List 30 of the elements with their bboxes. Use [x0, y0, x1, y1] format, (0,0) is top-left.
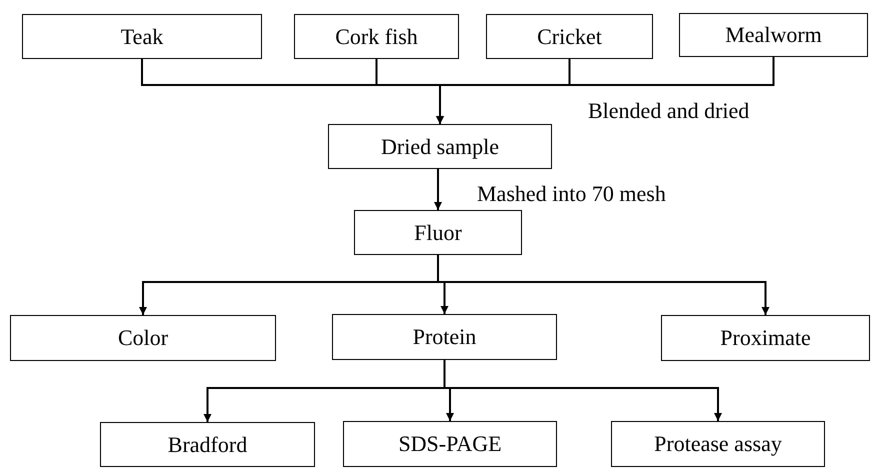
box-label: Protein — [412, 324, 476, 350]
box-label: Protease assay — [654, 431, 782, 457]
process-box — [661, 315, 870, 361]
process-box — [294, 14, 459, 59]
box-label: Mealworm — [725, 22, 822, 48]
step-note: Blended and dried — [588, 98, 750, 124]
step-note: Mashed into 70 mesh — [477, 181, 666, 207]
connector-arrow — [437, 255, 770, 315]
connector-arrow — [434, 169, 442, 210]
box-label: SDS-PAGE — [398, 431, 502, 457]
process-box — [328, 124, 552, 169]
process-box — [332, 314, 557, 360]
process-box — [611, 421, 825, 467]
connector-arrow — [436, 57, 774, 124]
box-label: Proximate — [720, 325, 811, 351]
process-box — [10, 315, 276, 361]
box-label: Cork fish — [335, 24, 418, 50]
connector-arrow — [444, 360, 722, 421]
box-label: Fluor — [414, 220, 462, 246]
box-label: Color — [118, 325, 168, 351]
process-box — [679, 13, 868, 57]
process-box — [100, 422, 315, 467]
process-box — [486, 14, 653, 59]
process-box — [354, 210, 522, 255]
box-label: Cricket — [537, 24, 602, 50]
process-box — [343, 421, 557, 467]
box-label: Teak — [120, 24, 164, 50]
box-label: Dried sample — [381, 134, 499, 160]
process-box — [22, 14, 262, 59]
box-label: Bradford — [168, 432, 248, 458]
